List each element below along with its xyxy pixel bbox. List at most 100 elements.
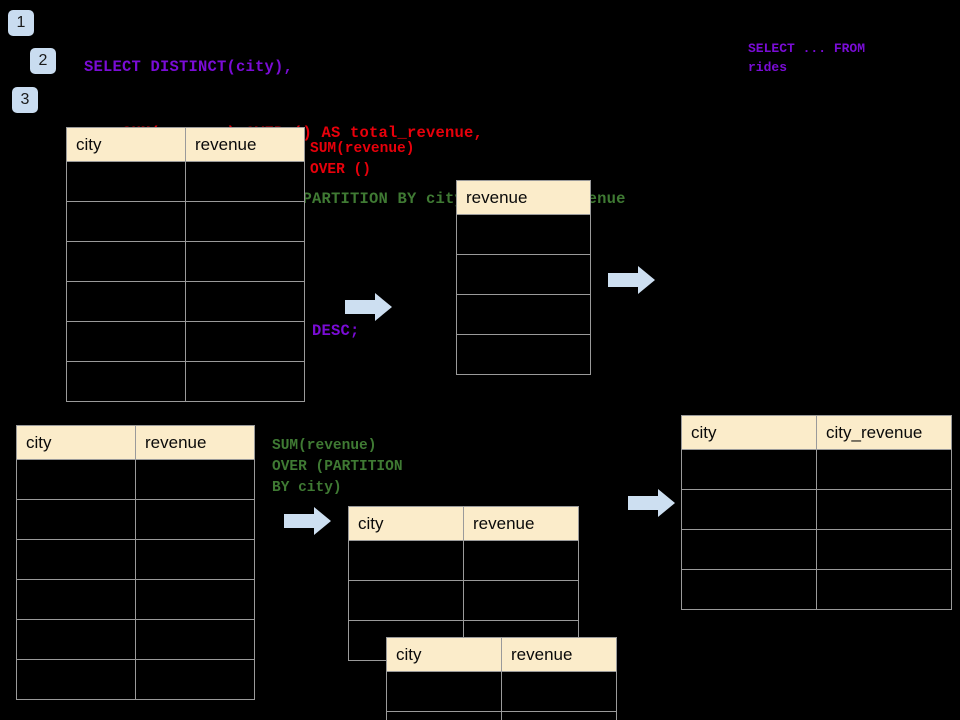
table-cell bbox=[185, 161, 305, 202]
column-header-revenue: revenue bbox=[135, 425, 255, 460]
table-cell bbox=[348, 540, 464, 581]
table-row bbox=[348, 540, 579, 581]
table-row bbox=[16, 579, 255, 620]
annotation-select-from-rides: SELECT ... FROM rides bbox=[748, 41, 866, 75]
table-row bbox=[66, 321, 305, 362]
table-cell bbox=[66, 281, 186, 322]
table-cell bbox=[66, 241, 186, 282]
table-cell bbox=[185, 321, 305, 362]
arrow-source-to-partition bbox=[284, 506, 332, 536]
arrow-partition-to-result bbox=[628, 488, 676, 518]
table-cell bbox=[135, 579, 255, 620]
table-cell bbox=[816, 449, 952, 490]
annotation-sum-over-empty: SUM(revenue) OVER () bbox=[310, 141, 415, 178]
column-header-city-revenue: city_revenue bbox=[816, 415, 952, 450]
column-header-city: city bbox=[386, 637, 502, 672]
step-badge-3: 3 bbox=[12, 87, 38, 113]
table-cell bbox=[66, 201, 186, 242]
table-header-row: city revenue bbox=[16, 425, 255, 460]
table-row bbox=[681, 449, 952, 490]
table-cell bbox=[185, 361, 305, 402]
table-row bbox=[681, 569, 952, 610]
table-row bbox=[456, 214, 591, 255]
column-header-revenue: revenue bbox=[185, 127, 305, 162]
right-arrow-icon bbox=[608, 266, 655, 294]
column-header-city: city bbox=[681, 415, 817, 450]
table-cell bbox=[16, 459, 136, 500]
table-cell bbox=[135, 539, 255, 580]
table-row bbox=[681, 489, 952, 530]
table-cell bbox=[816, 489, 952, 530]
table-cell bbox=[16, 499, 136, 540]
column-header-revenue: revenue bbox=[456, 180, 591, 215]
table-cell bbox=[456, 334, 591, 375]
table-cell bbox=[501, 671, 617, 712]
column-header-revenue: revenue bbox=[501, 637, 617, 672]
table-cell bbox=[386, 671, 502, 712]
table-cell bbox=[16, 579, 136, 620]
right-arrow-icon bbox=[628, 489, 675, 517]
table-cell bbox=[348, 580, 464, 621]
table-row bbox=[386, 671, 617, 712]
sql-line-select: SELECT DISTINCT(city), bbox=[84, 58, 294, 76]
right-arrow-icon bbox=[345, 293, 392, 321]
step-badge-1: 1 bbox=[8, 10, 34, 36]
table-header-row: city revenue bbox=[66, 127, 305, 162]
partition-table-back: city revenue bbox=[348, 506, 579, 661]
table-cell bbox=[66, 161, 186, 202]
table-row bbox=[66, 281, 305, 322]
table-cell bbox=[501, 711, 617, 720]
table-cell bbox=[185, 241, 305, 282]
table-row bbox=[456, 334, 591, 375]
table-cell bbox=[16, 619, 136, 660]
table-row bbox=[681, 529, 952, 570]
total-revenue-table: revenue bbox=[456, 180, 591, 375]
column-header-city: city bbox=[66, 127, 186, 162]
table-header-row: city revenue bbox=[386, 637, 617, 672]
table-cell bbox=[681, 529, 817, 570]
table-row bbox=[16, 659, 255, 700]
table-row bbox=[16, 499, 255, 540]
column-header-city: city bbox=[348, 506, 464, 541]
table-row bbox=[16, 459, 255, 500]
table-header-row: city revenue bbox=[348, 506, 579, 541]
table-cell bbox=[681, 449, 817, 490]
table-cell bbox=[135, 619, 255, 660]
table-cell bbox=[135, 499, 255, 540]
partition-table-front: city revenue bbox=[386, 637, 617, 720]
table-row bbox=[456, 294, 591, 335]
table-row bbox=[16, 619, 255, 660]
table-row bbox=[16, 539, 255, 580]
result-table: city city_revenue bbox=[681, 415, 952, 610]
table-row bbox=[66, 161, 305, 202]
table-cell bbox=[66, 361, 186, 402]
table-cell bbox=[463, 540, 579, 581]
table-cell bbox=[185, 281, 305, 322]
table-cell bbox=[456, 294, 591, 335]
table-cell bbox=[681, 489, 817, 530]
table-cell bbox=[16, 539, 136, 580]
table-row bbox=[66, 361, 305, 402]
arrow-total-to-result bbox=[608, 265, 656, 295]
table-row bbox=[66, 241, 305, 282]
table-header-row: city city_revenue bbox=[681, 415, 952, 450]
table-header-row: revenue bbox=[456, 180, 591, 215]
table-row bbox=[348, 580, 579, 621]
table-cell bbox=[816, 569, 952, 610]
table-cell bbox=[135, 659, 255, 700]
annotation-sum-over-partition: SUM(revenue) OVER (PARTITION BY city) bbox=[272, 438, 403, 496]
table-row bbox=[386, 711, 617, 720]
arrow-source-to-total bbox=[345, 292, 393, 322]
table-cell bbox=[16, 659, 136, 700]
table-row bbox=[66, 201, 305, 242]
column-header-city: city bbox=[16, 425, 136, 460]
table-cell bbox=[681, 569, 817, 610]
step-badge-2: 2 bbox=[30, 48, 56, 74]
table-cell bbox=[456, 214, 591, 255]
table-cell bbox=[185, 201, 305, 242]
table-cell bbox=[463, 580, 579, 621]
column-header-revenue: revenue bbox=[463, 506, 579, 541]
source-table-bottom: city revenue bbox=[16, 425, 255, 700]
right-arrow-icon bbox=[284, 507, 331, 535]
